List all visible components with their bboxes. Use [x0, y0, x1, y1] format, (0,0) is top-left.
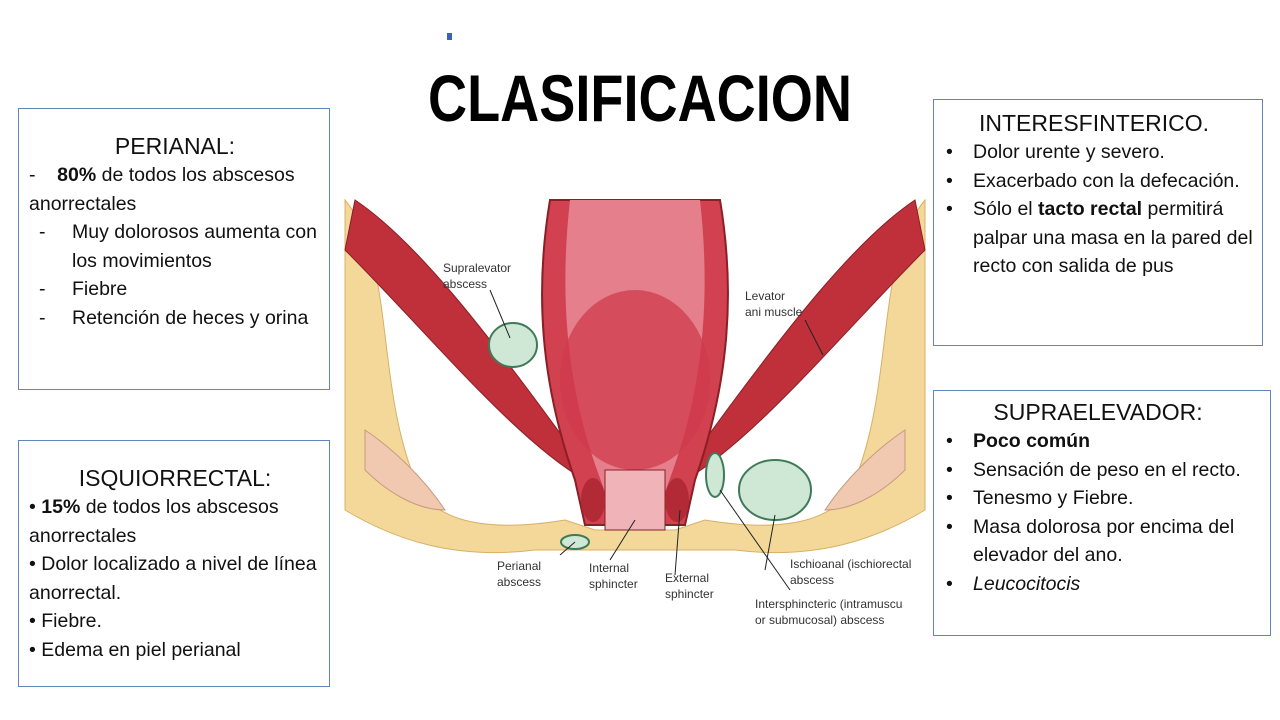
anal-canal: [604, 469, 666, 531]
bullet-marker: •: [29, 496, 36, 518]
perianal-box: PERIANAL: - 80% de todos los abscesos an…: [18, 108, 330, 390]
list-item: •Dolor urente y severo.: [934, 138, 1254, 167]
accent-dot: [447, 33, 452, 40]
interesfinterico-box: INTERESFINTERICO. •Dolor urente y severo…: [933, 99, 1263, 346]
supraelevador-box: SUPRAELEVADOR: • Poco común •Sensación de…: [933, 390, 1271, 636]
leader-lines: [489, 289, 824, 591]
bullet-marker: •: [946, 515, 953, 538]
supraelevador-heading: SUPRAELEVADOR:: [993, 399, 1203, 425]
list-item: •Tenesmo y Fiebre.: [934, 484, 1262, 513]
bullet-marker: •: [946, 487, 953, 509]
label-ischioanal-1: Ischioanal (ischiorectal: [790, 557, 911, 571]
perianal-first-text: de todos los abscesos anorrectales: [29, 164, 295, 215]
list-item: •Masa dolorosa por encima del elevador d…: [934, 513, 1262, 570]
ischioanal-abscess: [738, 459, 812, 521]
tacto-rectal-strong: tacto rectal: [1038, 198, 1143, 220]
label-perianal-2: abscess: [497, 575, 541, 589]
label-external-2: sphincter: [665, 587, 714, 601]
poco-comun-strong: Poco común: [973, 430, 1091, 452]
label-levator-2: ani muscle: [745, 305, 803, 319]
anorectal-anatomy-illustration: Supralevator abscess Levator ani muscle …: [344, 198, 926, 627]
list-item: •Sólo el tacto rectal permitirá palpar u…: [934, 195, 1254, 281]
list-item: -Retención de heces y orina: [29, 304, 321, 333]
list-item: • Edema en piel perianal: [29, 638, 241, 661]
isquiorrectal-box: ISQUIORRECTAL: • 15% de todos los absces…: [18, 440, 330, 687]
intersphincteric-abscess: [705, 452, 725, 498]
label-perianal-1: Perianal: [497, 559, 541, 573]
list-item: • Fiebre.: [29, 610, 102, 632]
rectal-fold: [560, 290, 710, 470]
dash-marker: -: [29, 164, 36, 186]
bullet-marker: •: [29, 610, 36, 632]
label-supralevator-1: Supralevator: [443, 261, 511, 275]
list-item: • 15% de todos los abscesos anorrectales: [29, 496, 279, 547]
bullet-marker: •: [946, 458, 953, 481]
skin-right: [824, 429, 906, 511]
dash-marker: -: [39, 306, 46, 329]
label-internal-1: Internal: [589, 561, 629, 575]
list-item: • Poco común: [934, 427, 1262, 456]
leucocitocis-italic: Leucocitocis: [973, 572, 1081, 595]
skin-left: [364, 429, 446, 511]
external-sphincter-left: [581, 478, 605, 522]
dash-marker: -: [39, 221, 46, 243]
perianal-percentage: 80%: [57, 164, 97, 186]
bullet-marker: •: [946, 141, 953, 163]
list-item: -Muy dolorosos aumenta con los movimient…: [29, 218, 321, 275]
bullet-marker: •: [29, 553, 36, 575]
isquiorrectal-heading: ISQUIORRECTAL:: [78, 465, 272, 491]
list-item: • Dolor localizado a nivel de línea anor…: [29, 553, 317, 604]
dash-marker: -: [39, 278, 46, 300]
label-supralevator-2: abscess: [443, 277, 487, 291]
label-levator-1: Levator: [745, 289, 785, 303]
list-item: • Leucocitocis: [934, 570, 1262, 599]
bullet-marker: •: [946, 169, 953, 192]
list-item: -Fiebre: [29, 275, 321, 304]
bullet-marker: •: [946, 430, 953, 452]
supralevator-abscess: [488, 322, 538, 368]
list-item: •Exacerbado con la defecación.: [934, 167, 1254, 196]
label-ischioanal-2: abscess: [790, 573, 834, 587]
label-internal-2: sphincter: [589, 577, 638, 591]
perianal-heading: PERIANAL:: [114, 133, 236, 159]
isquiorrectal-percentage: 15%: [41, 496, 81, 518]
label-intersphincteric-2: or submucosal) abscess: [755, 613, 884, 627]
perianal-first-item: - 80% de todos los abscesos anorrectales: [29, 161, 321, 218]
interesfinterico-heading: INTERESFINTERICO.: [978, 110, 1209, 136]
external-sphincter-right: [665, 478, 689, 522]
bullet-marker: •: [946, 572, 953, 595]
label-external-1: External: [665, 571, 709, 585]
list-item: •Sensación de peso en el recto.: [934, 456, 1262, 485]
label-intersphincteric-1: Intersphincteric (intramuscu: [755, 597, 902, 611]
bullet-marker: •: [29, 638, 36, 661]
bullet-marker: •: [946, 198, 953, 220]
page-title: CLASIFICACION: [428, 61, 852, 135]
